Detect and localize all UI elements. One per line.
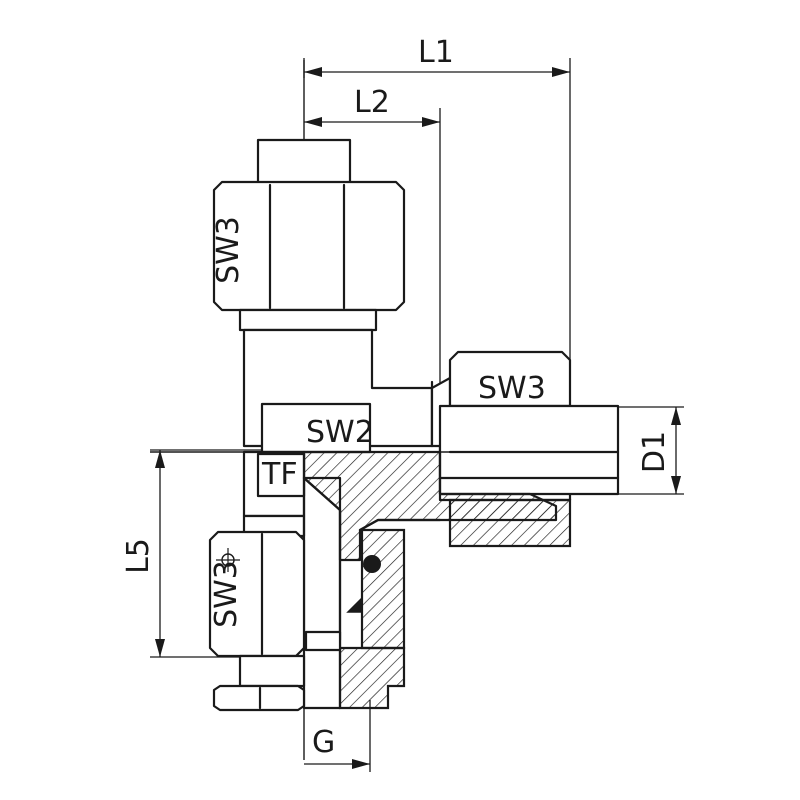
- right-tube: [438, 404, 620, 496]
- dimension-label-L2: L2: [354, 85, 390, 120]
- label-sw3-right: SW3: [478, 371, 546, 406]
- bottom-nut-sw3: SW3: [208, 530, 306, 658]
- cutting-ring: [346, 596, 363, 613]
- dimension-L2: L2: [304, 85, 441, 490]
- dimension-L1: L1: [303, 35, 571, 370]
- o-ring: [363, 555, 381, 573]
- label-tf: TF: [261, 457, 298, 492]
- crosshair-icon: [216, 548, 240, 572]
- dimension-G: G: [304, 700, 371, 772]
- bottom-washer: [212, 684, 306, 712]
- label-sw3-top: SW3: [211, 216, 246, 284]
- body-sw2: SW2: [260, 402, 374, 454]
- body-lower: TF: [242, 450, 306, 518]
- top-tube-stub: [256, 138, 352, 187]
- label-sw3-bottom: SW3: [209, 560, 244, 628]
- dimension-label-L5: L5: [121, 538, 156, 574]
- dimension-label-G: G: [312, 725, 335, 760]
- dimension-label-D1: D1: [637, 431, 672, 473]
- dimension-D1: D1: [610, 406, 684, 495]
- dimension-L5: L5: [121, 449, 304, 658]
- label-sw2: SW2: [306, 415, 374, 450]
- bottom-neck: [238, 630, 342, 688]
- sectioned-body: [302, 450, 572, 710]
- dimension-label-L1: L1: [418, 35, 454, 70]
- top-nut-sw3: SW3: [211, 180, 406, 312]
- top-neck: [238, 308, 378, 332]
